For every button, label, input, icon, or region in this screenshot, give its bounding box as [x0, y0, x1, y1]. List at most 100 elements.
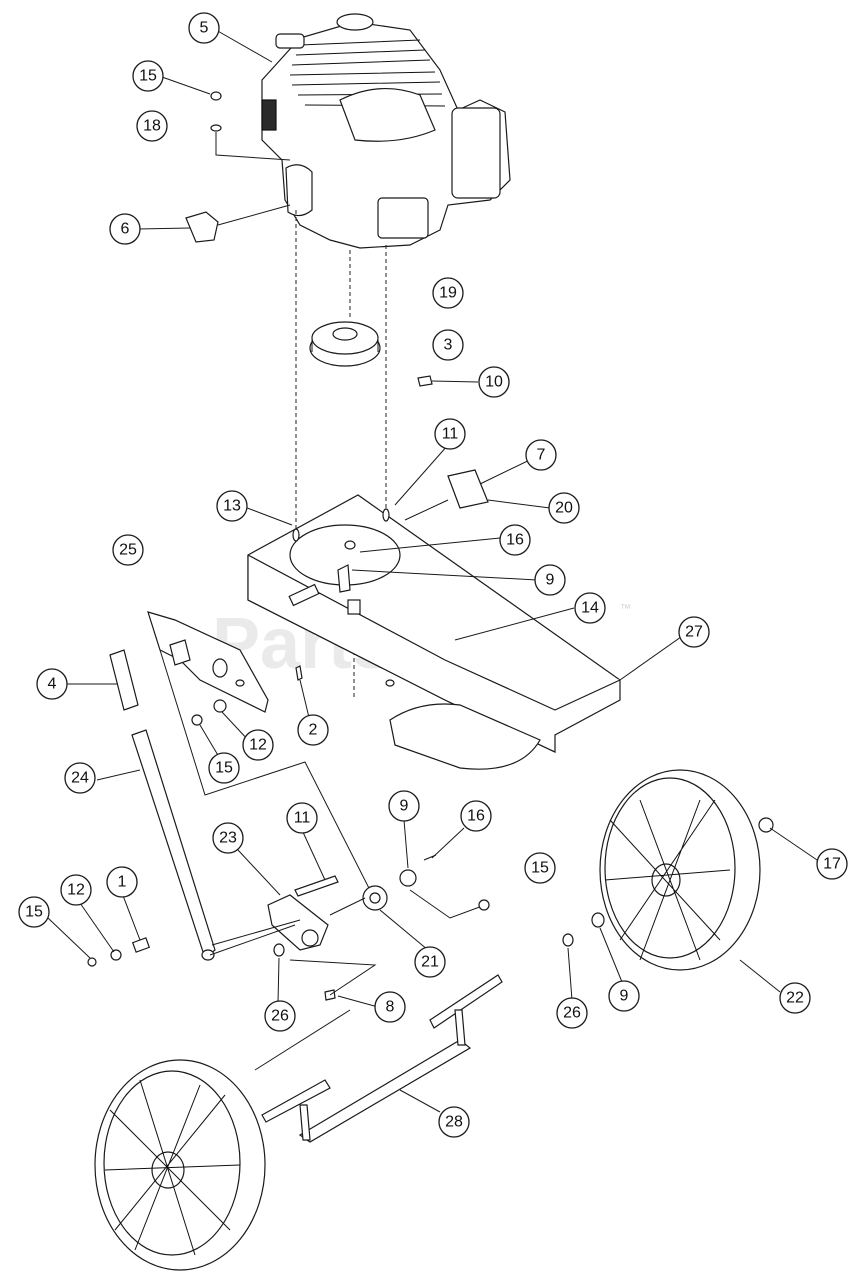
svg-text:18: 18 — [143, 118, 161, 135]
axle-part-28 — [254, 974, 503, 1143]
callout-15: 15 — [132, 60, 164, 92]
callout-28: 28 — [438, 1106, 470, 1138]
svg-text:4: 4 — [48, 676, 57, 693]
callouts: 5 15 18 6 19 3 10 11 7 20 13 16 25 9 14 … — [18, 12, 848, 1138]
svg-text:8: 8 — [386, 999, 395, 1016]
svg-text:17: 17 — [823, 856, 841, 873]
svg-text:28: 28 — [445, 1114, 463, 1131]
axle-bracket-part-23 — [209, 875, 339, 956]
callout-22: 22 — [779, 982, 811, 1014]
handle-tube-part-24 — [131, 729, 216, 961]
svg-text:1: 1 — [118, 874, 127, 891]
svg-text:21: 21 — [421, 954, 439, 971]
callout-1: 1 — [106, 866, 138, 898]
plate-part-7 — [404, 469, 489, 521]
svg-text:16: 16 — [467, 808, 485, 825]
svg-text:9: 9 — [620, 988, 629, 1005]
bracket-part-25 — [147, 611, 376, 901]
hardware-near-bracket — [191, 665, 303, 726]
svg-text:10: 10 — [485, 374, 503, 391]
callout-8: 8 — [374, 991, 406, 1023]
svg-text:15: 15 — [531, 860, 549, 877]
callout-16: 16 — [499, 524, 531, 556]
callout-4: 4 — [36, 668, 68, 700]
callout-16: 16 — [460, 800, 492, 832]
callout-12: 12 — [242, 729, 274, 761]
callout-5: 5 — [188, 12, 220, 44]
callout-26: 26 — [556, 997, 588, 1029]
callout-17: 17 — [816, 848, 848, 880]
callout-12: 12 — [60, 874, 92, 906]
handle-grip-part-4 — [109, 649, 139, 711]
callout-6: 6 — [109, 213, 141, 245]
callout-3: 3 — [432, 329, 464, 361]
bolt-part-15 — [210, 91, 291, 161]
svg-text:12: 12 — [67, 882, 85, 899]
svg-text:15: 15 — [215, 760, 233, 777]
svg-text:11: 11 — [294, 810, 311, 827]
callout-11: 11 — [434, 418, 466, 450]
svg-text:7: 7 — [537, 447, 546, 464]
svg-text:25: 25 — [119, 542, 137, 559]
hardware-right-wheel — [562, 817, 774, 947]
svg-text:11: 11 — [442, 426, 459, 443]
svg-text:26: 26 — [563, 1005, 581, 1022]
callout-24: 24 — [64, 762, 96, 794]
svg-text:9: 9 — [400, 798, 409, 815]
callout-15: 15 — [208, 752, 240, 784]
callout-18: 18 — [136, 110, 168, 142]
svg-text:16: 16 — [506, 532, 524, 549]
wheel-left — [94, 1059, 266, 1271]
engine — [261, 13, 511, 249]
svg-text:20: 20 — [555, 500, 573, 517]
callout-7: 7 — [525, 439, 557, 471]
washer-part-9 — [399, 854, 486, 919]
svg-text:15: 15 — [139, 68, 157, 85]
nut-part-15-right — [478, 899, 490, 911]
svg-text:9: 9 — [546, 572, 555, 589]
bolt-part-10 — [417, 375, 433, 387]
hub-part-21 — [329, 885, 388, 916]
callout-2: 2 — [297, 714, 329, 746]
deck-frame — [247, 494, 621, 770]
svg-text:19: 19 — [439, 285, 457, 302]
callout-23: 23 — [212, 822, 244, 854]
svg-text:27: 27 — [685, 624, 703, 641]
svg-text:15: 15 — [25, 904, 43, 921]
bolt-part-8 — [289, 959, 377, 1001]
callout-9: 9 — [534, 564, 566, 596]
callout-21: 21 — [414, 946, 446, 978]
callout-19: 19 — [432, 277, 464, 309]
callout-15: 15 — [524, 852, 556, 884]
callout-15: 15 — [18, 896, 50, 928]
watermark-trademark: ™ — [620, 603, 631, 615]
svg-text:13: 13 — [223, 498, 241, 515]
svg-text:5: 5 — [200, 20, 209, 37]
fitting-part-6 — [185, 211, 219, 243]
svg-text:6: 6 — [121, 221, 130, 238]
svg-text:14: 14 — [581, 600, 599, 617]
pulley — [309, 321, 381, 367]
callout-26: 26 — [264, 1000, 296, 1032]
svg-text:2: 2 — [309, 722, 318, 739]
svg-text:12: 12 — [249, 737, 267, 754]
callout-27: 27 — [678, 616, 710, 648]
callout-10: 10 — [478, 366, 510, 398]
callout-14: 14 — [574, 592, 606, 624]
callout-25: 25 — [112, 534, 144, 566]
washer-part-26-left — [273, 943, 285, 957]
svg-text:23: 23 — [219, 830, 237, 847]
callout-9: 9 — [608, 980, 640, 1012]
callout-11: 11 — [286, 802, 318, 834]
svg-text:26: 26 — [271, 1008, 289, 1025]
callout-13: 13 — [216, 490, 248, 522]
svg-text:22: 22 — [786, 990, 804, 1007]
callout-9: 9 — [388, 790, 420, 822]
hardware-left — [87, 937, 151, 967]
svg-text:24: 24 — [71, 770, 89, 787]
svg-text:3: 3 — [444, 337, 453, 354]
callout-20: 20 — [548, 492, 580, 524]
wheel-right — [599, 769, 761, 971]
